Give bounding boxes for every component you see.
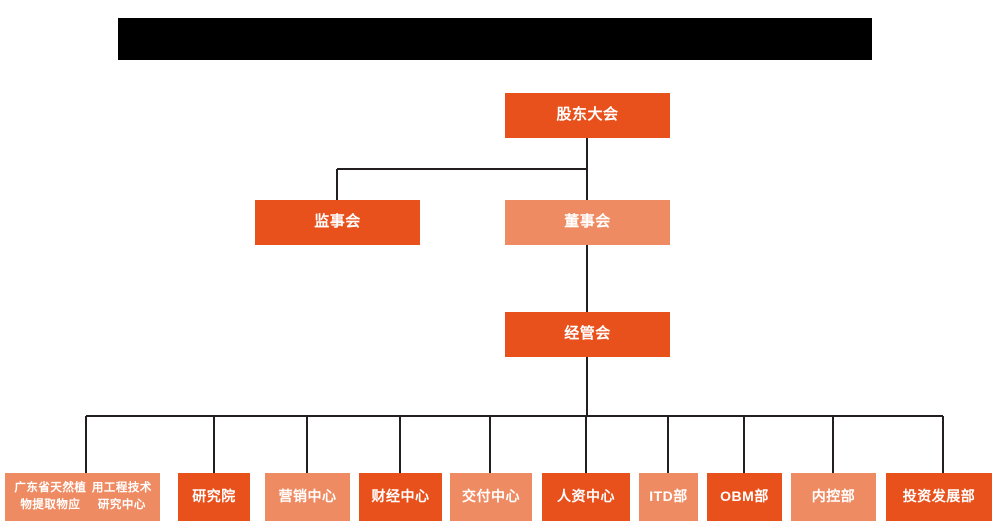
node-obm-department[interactable]: OBM部 [707, 473, 782, 521]
node-internal-control-department[interactable]: 内控部 [791, 473, 876, 521]
node-label-line-2: 用工程技术研究中心 [91, 482, 152, 511]
node-itd-department[interactable]: ITD部 [639, 473, 698, 521]
node-finance-center[interactable]: 财经中心 [359, 473, 442, 521]
node-investment-development-department[interactable]: 投资发展部 [886, 473, 992, 521]
redacted-title-bar [118, 18, 872, 60]
node-shareholders-meeting[interactable]: 股东大会 [505, 93, 670, 138]
node-label-line-1: 广东省天然植物提取物应 [14, 482, 87, 511]
node-hr-center[interactable]: 人资中心 [542, 473, 630, 521]
node-board-of-directors[interactable]: 董事会 [505, 200, 670, 245]
node-management-committee[interactable]: 经管会 [505, 312, 670, 357]
node-board-of-supervisors[interactable]: 监事会 [255, 200, 420, 245]
node-marketing-center[interactable]: 营销中心 [265, 473, 350, 521]
node-engineering-technology-research-center[interactable]: 广东省天然植物提取物应 用工程技术研究中心 [5, 473, 160, 521]
node-research-institute[interactable]: 研究院 [178, 473, 250, 521]
node-delivery-center[interactable]: 交付中心 [450, 473, 532, 521]
